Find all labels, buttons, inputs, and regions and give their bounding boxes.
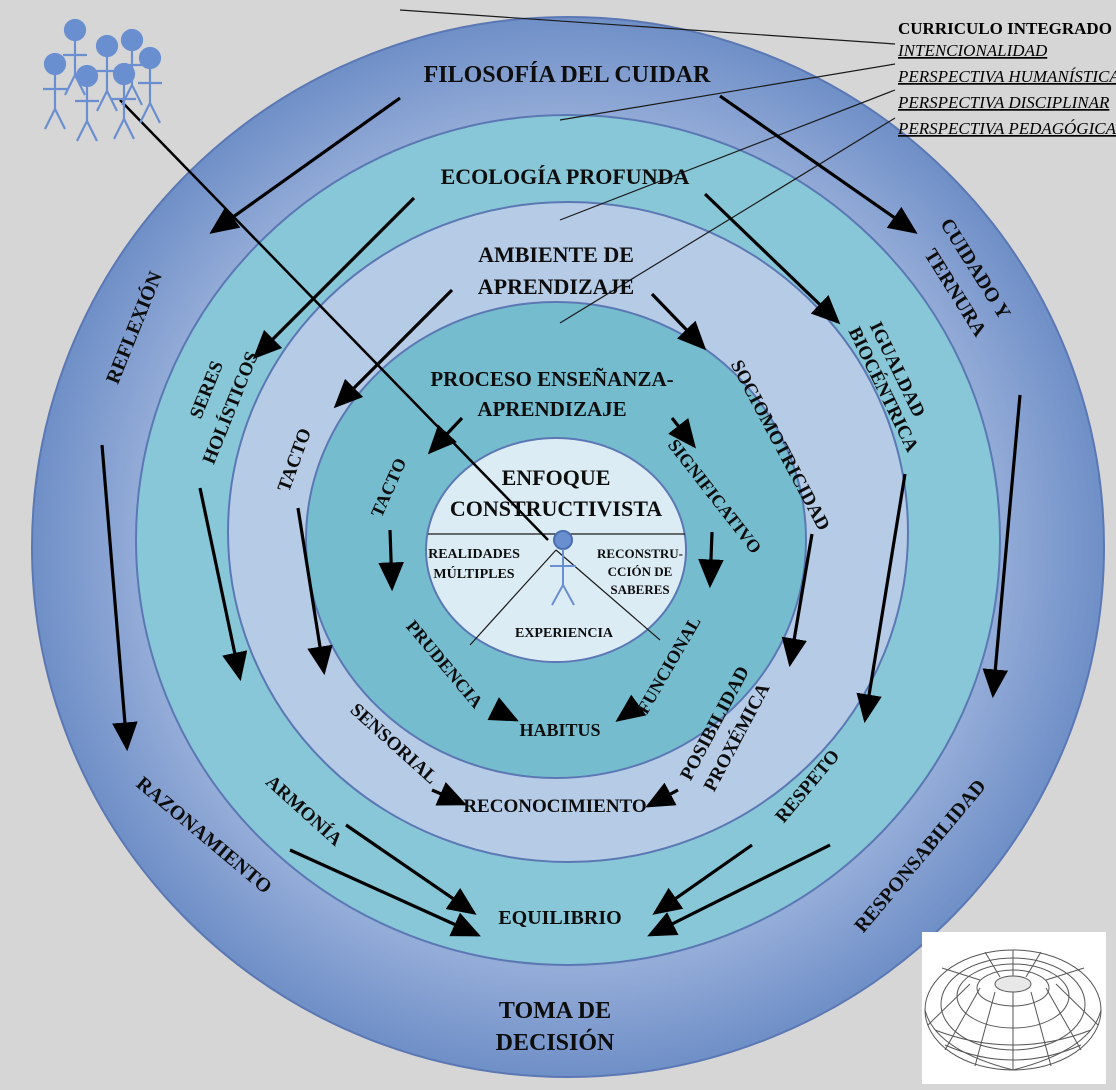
center-left-label-2: MÚLTIPLES	[433, 565, 514, 582]
legend-item: INTENCIONALIDAD	[897, 41, 1048, 60]
legend-title: CURRICULO INTEGRADO	[898, 19, 1112, 38]
ring4-title-1: PROCESO ENSEÑANZA-	[430, 367, 673, 391]
center-right-label-2: CCIÓN DE	[608, 564, 673, 579]
arrow	[615, 694, 647, 722]
torus-wireframe-icon	[922, 932, 1106, 1084]
center-right-label-3: SABERES	[610, 582, 669, 597]
arrow	[427, 416, 464, 455]
ring4-bottom-label: HABITUS	[519, 720, 600, 740]
arrow	[289, 848, 481, 937]
ring1-bottom-label-2: DECISIÓN	[496, 1029, 615, 1056]
center-title-2: CONSTRUCTIVISTA	[450, 496, 662, 521]
legend-item: PERSPECTIVA PEDAGÓGICA	[897, 119, 1116, 138]
arrow	[198, 487, 248, 682]
arrow	[668, 417, 696, 449]
arrow	[698, 531, 724, 589]
arrow	[703, 192, 841, 325]
ring3-title-2: APRENDIZAJE	[478, 274, 634, 299]
arrow	[345, 823, 477, 915]
ring3-title-1: AMBIENTE DE	[478, 242, 634, 267]
ring1-title: FILOSOFÍA DEL CUIDAR	[424, 62, 711, 88]
arrow	[781, 533, 814, 668]
arrow	[333, 288, 454, 409]
center-left-label-1: REALIDADES	[428, 547, 520, 562]
legend-item: PERSPECTIVA HUMANÍSTICA	[897, 67, 1116, 86]
ring1-bottom-label-1: TOMA DE	[499, 998, 611, 1024]
arrow	[209, 96, 401, 234]
ring4-title-2: APRENDIZAJE	[477, 397, 626, 421]
legend-connector	[559, 117, 896, 324]
people-to-center-line	[119, 99, 549, 541]
arrow	[856, 473, 907, 724]
center-title-1: ENFOQUE	[502, 465, 611, 490]
arrow	[650, 292, 707, 351]
arrow	[647, 843, 831, 937]
legend-connector	[559, 63, 896, 121]
group-of-people-icon	[43, 18, 162, 142]
legend-item: PERSPECTIVA DISCIPLINAR	[897, 93, 1110, 112]
arrow	[487, 697, 519, 722]
arrow	[100, 444, 138, 752]
legend-connector	[559, 89, 896, 221]
arrow	[252, 196, 416, 360]
arrow	[645, 782, 679, 808]
legend: CURRICULO INTEGRADO INTENCIONALIDAD PERS…	[897, 19, 1116, 138]
ring2-bottom-label: EQUILIBRIO	[498, 907, 621, 929]
ring3-bottom-label: RECONOCIMIENTO	[463, 796, 646, 817]
arrow	[378, 529, 404, 592]
ring2-title: ECOLOGÍA PROFUNDA	[441, 164, 690, 189]
center-right-label-1: RECONSTRU-	[597, 546, 683, 561]
arrow	[719, 94, 918, 234]
arrow	[296, 507, 333, 676]
arrow	[431, 782, 467, 806]
arrow	[982, 394, 1022, 699]
center-bottom-label: EXPERIENCIA	[515, 626, 614, 641]
arrow	[652, 843, 753, 915]
person-icon	[550, 530, 576, 606]
legend-connector	[399, 9, 896, 45]
center-divider-left	[469, 549, 557, 646]
